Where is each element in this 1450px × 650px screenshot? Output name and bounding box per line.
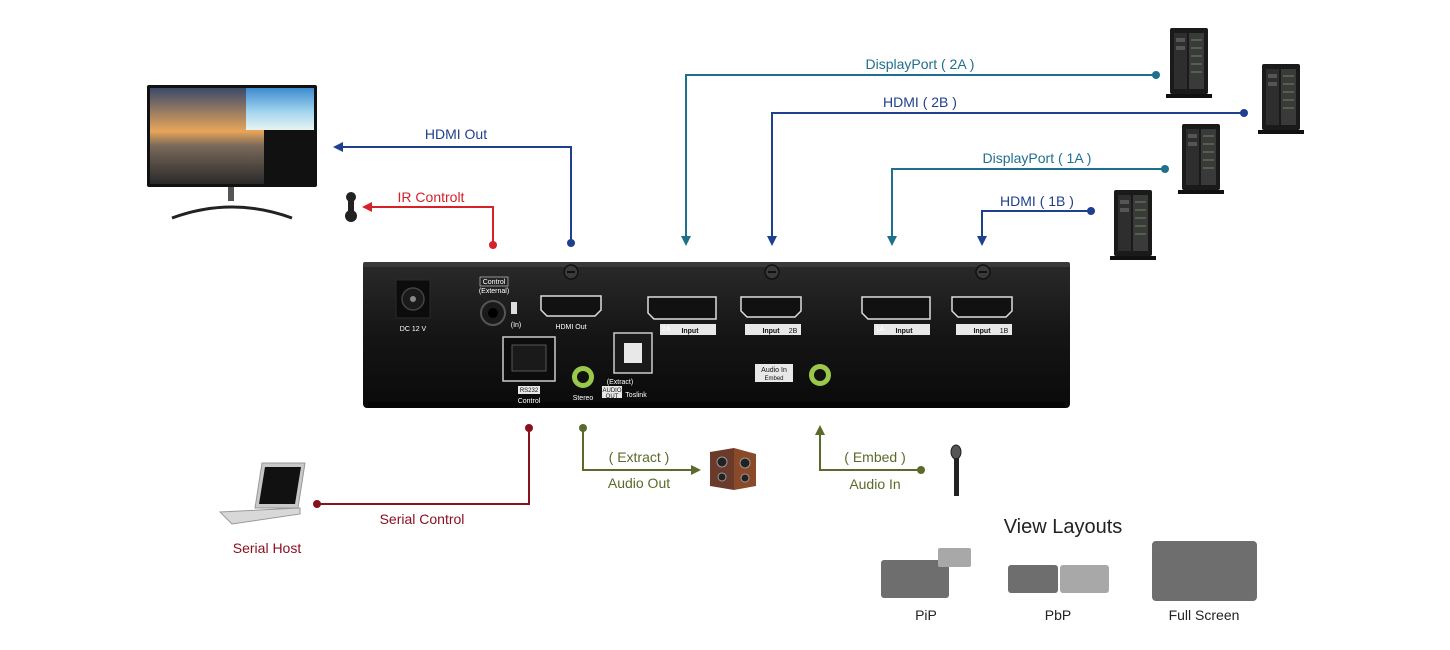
displayport-2a-connection: [681, 71, 1160, 246]
input-1b-text: Input: [973, 328, 991, 335]
rs232-badge: [518, 386, 540, 394]
audio-out-connection: [579, 424, 701, 475]
toslink-label: Toslink: [625, 392, 647, 399]
hdmi-2b-connection: [767, 109, 1248, 246]
input-2a-badge: [660, 324, 716, 335]
stereo-label: Stereo: [573, 395, 594, 402]
control-external-label: Control: [483, 279, 506, 286]
pbp-layout-icon: [1008, 565, 1109, 593]
hdmi-2b-port[interactable]: [740, 296, 802, 318]
input-1a-badge: [874, 324, 930, 335]
hdmi-1b-screw: [975, 264, 991, 280]
port-1b-text: 1B: [1000, 328, 1009, 335]
full-screen-label: Full Screen: [1169, 607, 1240, 623]
audio-out-label: Audio Out: [608, 475, 670, 491]
input-2a-text: Input: [681, 328, 699, 335]
audio-out-badge-1: AUDIO: [602, 388, 621, 394]
source-pc-2a: [1165, 27, 1213, 99]
ir-eye-icon: [511, 302, 517, 314]
displayport-2a-label: DisplayPort ( 2A ): [866, 56, 975, 72]
rs232-control-label: Control: [518, 398, 541, 405]
hdmi-2b-label: HDMI ( 2B ): [883, 94, 957, 110]
input-2b-badge: [745, 324, 801, 335]
view-layouts-title: View Layouts: [1004, 516, 1123, 538]
hdmi-1b-connection: [977, 207, 1095, 246]
hdmi-1b-label: HDMI ( 1B ): [1000, 193, 1074, 209]
ir-control-connection: [362, 202, 497, 249]
port-1a-text: 1A: [876, 326, 885, 333]
monitor: [147, 85, 317, 220]
source-pc-2b: [1257, 63, 1305, 135]
displayport-1a-connection: [887, 165, 1169, 246]
hdmi-out-port-label: HDMI Out: [555, 324, 586, 331]
serial-host-label: Serial Host: [233, 540, 302, 556]
audio-out-badge: [602, 386, 622, 398]
hdmi-out-port[interactable]: [540, 295, 602, 317]
source-pc-1b: [1109, 189, 1157, 261]
control-external-badge: [479, 276, 509, 287]
audio-in-connection: [815, 425, 925, 474]
hdmi-out-screw: [563, 264, 579, 280]
pbp-label: PbP: [1045, 607, 1071, 623]
dc-label: DC 12 V: [400, 326, 427, 333]
input-1a-text: Input: [895, 328, 913, 335]
embed-label: ( Embed ): [844, 449, 905, 465]
full-screen-layout-icon: [1152, 541, 1257, 601]
audio-out-badge-2: OUT: [606, 394, 619, 400]
laptop-icon: [218, 462, 306, 525]
pip-layout-icon: [881, 548, 971, 598]
audio-in-badge-2: Embed: [764, 376, 783, 382]
hdmi-out-connection: [333, 142, 575, 247]
pip-label: PiP: [915, 607, 937, 623]
extract-label: ( Extract ): [609, 449, 670, 465]
speakers-icon: [710, 448, 756, 490]
audio-in-badge-1: Audio In: [761, 367, 787, 374]
port-2a-text: 2A: [662, 326, 671, 333]
control-external-label-2: (External): [479, 288, 509, 295]
source-pc-1a: [1177, 123, 1225, 195]
displayport-2a-port[interactable]: [647, 296, 717, 320]
audio-in-label: Audio In: [849, 476, 900, 492]
ir-receiver-icon: [345, 192, 357, 222]
displayport-1a-label: DisplayPort ( 1A ): [983, 150, 1092, 166]
ir-in-label: (In): [511, 322, 522, 329]
displayport-1a-port[interactable]: [861, 296, 931, 320]
port-2b-text: 2B: [789, 328, 798, 335]
rs232-label: RS232: [520, 388, 539, 394]
serial-control-label: Serial Control: [380, 511, 465, 527]
audio-in-badge: [755, 364, 793, 382]
input-1b-badge: [956, 324, 1012, 335]
hdmi-out-label: HDMI Out: [425, 126, 487, 142]
serial-control-connection: [313, 424, 533, 508]
hdmi-2b-screw: [764, 264, 780, 280]
input-2b-text: Input: [762, 328, 780, 335]
ir-control-label: IR Controlt: [398, 189, 465, 205]
extract-panel-label: (Extract): [607, 379, 633, 386]
microphone-icon: [950, 444, 962, 496]
hdmi-1b-port[interactable]: [951, 296, 1013, 318]
